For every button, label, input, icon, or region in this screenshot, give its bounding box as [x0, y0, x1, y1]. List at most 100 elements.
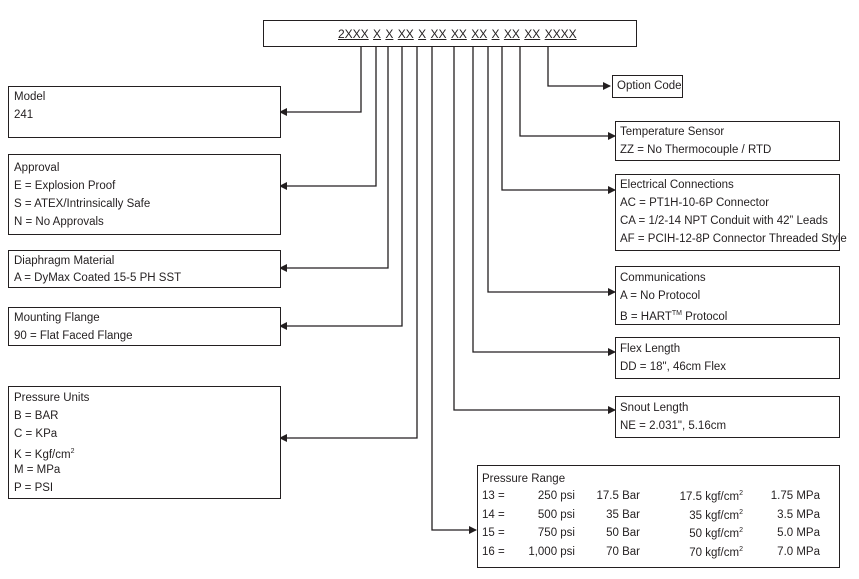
model-title: Model	[14, 91, 46, 103]
communications-box: Communications A = No Protocol B = HARTT…	[615, 266, 840, 325]
electrical-option: AF = PCIH-12-8P Connector Threaded Style	[620, 233, 847, 245]
approval-option: N = No Approvals	[14, 216, 104, 228]
connector-electrical	[501, 45, 616, 194]
electrical-option: AC = PT1H-10-6P Connector	[620, 197, 770, 209]
pressure-range-code-cell: 16 =	[482, 546, 522, 558]
approval-option: S = ATEX/Intrinsically Safe	[14, 198, 151, 210]
option-code-box: Option Code	[612, 75, 683, 98]
approval-box: Approval E = Explosion Proof S = ATEX/In…	[8, 154, 281, 235]
pressure-range-mpa-cell: 5.0 MPa	[758, 527, 820, 539]
pressure-range-code-cell: 15 =	[482, 527, 522, 539]
pressure-unit-option: M = MPa	[14, 464, 61, 476]
pressure-unit-option: K = Kgf/cm2	[14, 443, 74, 464]
option-code-title: Option Code	[617, 80, 682, 92]
electrical-option: CA = 1/2-14 NPT Conduit with 42” Leads	[620, 215, 828, 227]
model-code: 2XXX X X XX X XX XX XX X XX XX XXXX	[338, 27, 577, 41]
pressure-unit-kgf-sup: 2	[70, 448, 75, 455]
communications-option: B = HARTTM Protocol	[620, 305, 727, 326]
pressure-range-bar-cell: 17.5 Bar	[588, 490, 640, 502]
temp-sensor-option: ZZ = No Thermocouple / RTD	[620, 144, 772, 156]
pressure-range-code-value: 14 =	[482, 508, 505, 521]
temp-sensor-box: Temperature Sensor ZZ = No Thermocouple …	[615, 121, 840, 161]
pressure-range-psi-cell: 500 psi	[528, 509, 575, 521]
pressure-range-code-value: 16 =	[482, 545, 505, 558]
snout-length-title: Snout Length	[620, 402, 689, 414]
connector-model	[279, 45, 362, 116]
pressure-range-code-cell: 13 =	[482, 490, 522, 502]
pressure-range-psi-cell: 250 psi	[528, 490, 575, 502]
pressure-range-title: Pressure Range	[482, 473, 566, 485]
connector-approval	[279, 45, 377, 190]
pressure-range-kgf-sup: 2	[739, 527, 743, 534]
pressure-range-kgf-cell: 35 kgf/cm2	[663, 509, 743, 522]
pressure-range-code-cell: 14 =	[482, 509, 522, 521]
pressure-unit-option: P = PSI	[14, 482, 54, 494]
pressure-range-kgf-sup: 2	[739, 545, 743, 553]
pressure-range-psi-value: 250 psi	[537, 490, 575, 502]
connector-option-code	[547, 45, 611, 90]
pressure-range-bar-value: 70 Bar	[606, 545, 640, 558]
pressure-range-psi-cell: 1,000 psi	[528, 546, 575, 558]
diaphragm-title: Diaphragm Material	[14, 255, 115, 267]
flex-length-box: Flex Length DD = 18", 46cm Flex	[615, 337, 840, 379]
code-segment-diaphragm: X	[385, 27, 394, 41]
connector-snout	[453, 45, 616, 414]
pressure-range-mpa-value: 1.75 MPa	[770, 490, 820, 502]
electrical-title: Electrical Connections	[620, 179, 734, 191]
pressure-range-mpa-value: 3.5 MPa	[777, 508, 820, 521]
diaphragm-box: Diaphragm Material A = DyMax Coated 15-5…	[8, 250, 281, 288]
snout-length-option: NE = 2.031", 5.16cm	[620, 420, 727, 432]
diaphragm-option: A = DyMax Coated 15-5 PH SST	[14, 272, 182, 284]
flex-length-option: DD = 18", 46cm Flex	[620, 361, 727, 373]
model-code-box: 2XXX X X XX X XX XX XX X XX XX XXXX	[263, 20, 637, 47]
pressure-unit-option: C = KPa	[14, 428, 58, 440]
code-segment-units: X	[418, 27, 427, 41]
communications-protocol: Protocol	[681, 310, 728, 323]
flange-box: Mounting Flange 90 = Flat Faced Flange	[8, 307, 281, 346]
flex-length-title: Flex Length	[620, 343, 681, 355]
pressure-range-kgf-value: 17.5 kgf/cm	[679, 490, 740, 503]
communications-option: A = No Protocol	[620, 290, 701, 302]
communications-title: Communications	[620, 272, 706, 284]
communications-hart: B = HART	[620, 310, 672, 323]
flange-option: 90 = Flat Faced Flange	[14, 330, 133, 342]
code-segment-flex: XX	[471, 27, 488, 41]
pressure-range-psi-value: 750 psi	[537, 527, 575, 539]
pressure-range-kgf-value: 35 kgf/cm	[689, 509, 740, 522]
pressure-range-bar-value: 35 Bar	[606, 508, 640, 521]
connector-temp	[519, 45, 616, 140]
pressure-range-bar-cell: 35 Bar	[588, 509, 640, 521]
pressure-range-kgf-cell: 17.5 kgf/cm2	[663, 490, 743, 503]
pressure-range-mpa-cell: 7.0 MPa	[758, 546, 820, 558]
pressure-unit-kgf: K = Kgf/cm	[14, 448, 71, 461]
connector-flange	[279, 45, 403, 330]
pressure-range-box: Pressure Range 13 = 250 psi 17.5 Bar 17.5 k…	[477, 465, 840, 568]
connector-diaphragm	[279, 45, 389, 272]
temp-sensor-title: Temperature Sensor	[620, 126, 725, 138]
approval-title: Approval	[14, 162, 60, 174]
pressure-range-mpa-value: 7.0 MPa	[777, 545, 820, 558]
pressure-range-kgf-value: 70 kgf/cm	[689, 546, 740, 559]
electrical-box: Electrical Connections AC = PT1H-10-6P C…	[615, 174, 847, 251]
pressure-range-kgf-sup: 2	[739, 490, 743, 497]
pressure-range-mpa-cell: 1.75 MPa	[758, 490, 820, 502]
pressure-units-box: Pressure Units B = BAR C = KPa K = Kgf/c…	[8, 386, 281, 499]
connector-communications	[487, 45, 616, 296]
pressure-unit-option: B = BAR	[14, 410, 59, 422]
pressure-units-title: Pressure Units	[14, 392, 90, 404]
code-segment-electrical: XX	[503, 27, 520, 41]
pressure-range-code-value: 15 =	[482, 527, 505, 539]
pressure-range-mpa-cell: 3.5 MPa	[758, 509, 820, 521]
pressure-range-kgf-cell: 70 kgf/cm2	[663, 546, 743, 559]
approval-option: E = Explosion Proof	[14, 180, 116, 192]
pressure-range-psi-cell: 750 psi	[528, 527, 575, 539]
code-segment-approval: X	[373, 27, 382, 41]
code-segment-temp: XX	[524, 27, 541, 41]
pressure-range-code-value: 13 =	[482, 490, 505, 502]
snout-length-box: Snout Length NE = 2.031", 5.16cm	[615, 396, 840, 438]
code-segment-base: 2XXX	[338, 27, 369, 41]
flange-title: Mounting Flange	[14, 312, 100, 324]
code-segment-snout: XX	[450, 27, 467, 41]
pressure-range-bar-cell: 70 Bar	[588, 546, 640, 558]
